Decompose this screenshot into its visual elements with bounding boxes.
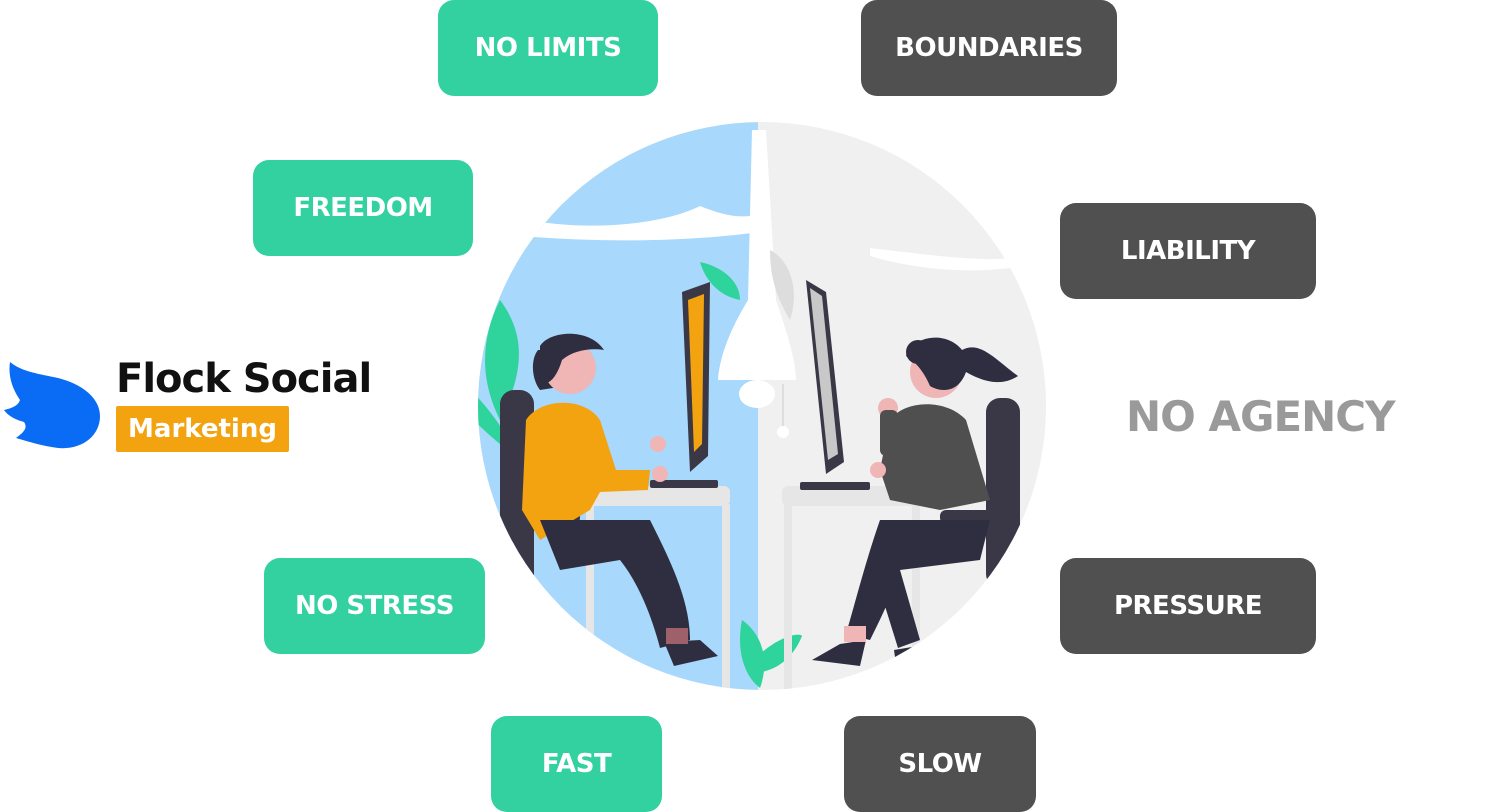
no-stress-bubble: NO STRESS xyxy=(264,558,485,654)
cloud-left xyxy=(520,206,760,241)
agency-comparison-illustration xyxy=(478,122,1046,690)
liability-bubble: LIABILITY xyxy=(1060,203,1316,299)
no-limits-bubble: NO LIMITS xyxy=(438,0,658,96)
pressure-bubble: PRESSURE xyxy=(1060,558,1316,654)
brand-tagline-badge: Marketing xyxy=(116,406,289,452)
slow-bubble: SLOW xyxy=(844,716,1036,812)
center-lamp xyxy=(718,130,796,380)
woman-at-computer xyxy=(812,337,1018,666)
brand-name: Flock Social xyxy=(116,356,372,402)
flock-bird-logo-icon xyxy=(4,362,100,449)
freedom-bubble: FREEDOM xyxy=(253,160,473,256)
fast-bubble: FAST xyxy=(491,716,662,812)
right-chair xyxy=(986,398,1020,588)
boundaries-bubble: BOUNDARIES xyxy=(861,0,1117,96)
man-at-computer xyxy=(522,333,718,666)
no-agency-label: NO AGENCY xyxy=(1126,392,1396,441)
cloud-right xyxy=(870,248,1010,271)
